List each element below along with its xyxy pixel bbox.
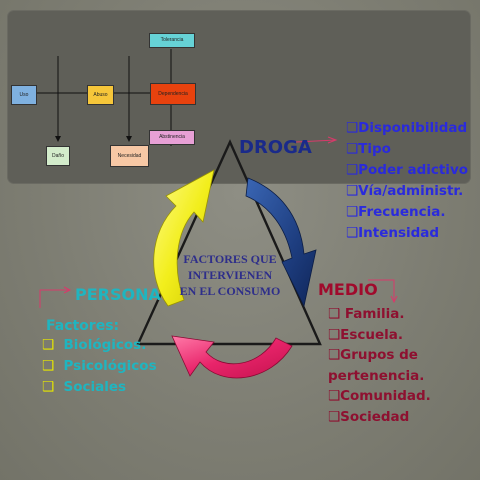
- flow-box-abuso: Abuso: [87, 85, 114, 105]
- blue-arrow: [245, 177, 317, 308]
- flow-box-uso: Uso: [11, 85, 37, 105]
- medio-item-5: ❑Comunidad.: [328, 388, 431, 404]
- medio-pointer: [368, 279, 395, 302]
- flow-diagram-panel: Tolerancia Uso Abuso Dependencia Abstine…: [8, 11, 470, 183]
- flow-box-abstinencia: Abstinencia: [149, 130, 195, 145]
- droga-list: ❑Disponibilidad ❑Tipo ❑Poder adictivo ❑V…: [346, 120, 469, 248]
- medio-title: MEDIO: [318, 280, 378, 299]
- flow-box-tolerancia: Tolerancia: [149, 33, 195, 48]
- persona-subtitle: Factores:: [46, 318, 120, 334]
- flow-box-dependencia: Dependencia: [150, 83, 196, 105]
- persona-item-2: ❑ Psicológicos: [42, 358, 157, 374]
- persona-title: PERSONA: [75, 285, 161, 304]
- droga-item-1: ❑Disponibilidad: [346, 120, 468, 136]
- medio-item-6: ❑Sociedad: [328, 408, 410, 425]
- droga-item-4: ❑Vía/administr.: [346, 183, 464, 199]
- droga-item-2: ❑Tipo: [346, 141, 391, 157]
- pink-arrow: [171, 335, 293, 379]
- flow-box-dano: Daño: [46, 146, 70, 166]
- center-title: FACTORES QUE INTERVIENEN EN EL CONSUMO: [175, 251, 285, 299]
- droga-pointer: [295, 139, 337, 143]
- flow-box-necesidad: Necesidad: [110, 145, 149, 167]
- persona-list: ❑ Biológicos. ❑ Psicológicos ❑ Sociales: [42, 337, 157, 402]
- medio-item-3: ❑Grupos de: [328, 347, 418, 363]
- medio-list: ❑ Familia. ❑Escuela. ❑Grupos de pertenen…: [328, 306, 431, 431]
- medio-item-4: pertenencia.: [328, 367, 425, 384]
- center-line-1: FACTORES QUE: [183, 252, 277, 266]
- droga-title: DROGA: [239, 137, 312, 158]
- droga-item-5: ❑Frecuencia.: [346, 204, 446, 220]
- triangle-outline: [136, 139, 322, 346]
- persona-item-1: ❑ Biológicos.: [42, 337, 147, 353]
- droga-item-3: ❑Poder adictivo: [346, 162, 469, 178]
- yellow-arrow: [153, 169, 215, 307]
- persona-item-3: ❑ Sociales: [42, 379, 127, 395]
- droga-item-6: ❑Intensidad: [346, 225, 440, 241]
- center-line-2: INTERVIENEN: [187, 268, 273, 282]
- medio-item-1: ❑ Familia.: [328, 306, 405, 322]
- medio-item-2: ❑Escuela.: [328, 326, 404, 343]
- center-line-3: EN EL CONSUMO: [179, 284, 281, 298]
- persona-pointer: [39, 289, 70, 308]
